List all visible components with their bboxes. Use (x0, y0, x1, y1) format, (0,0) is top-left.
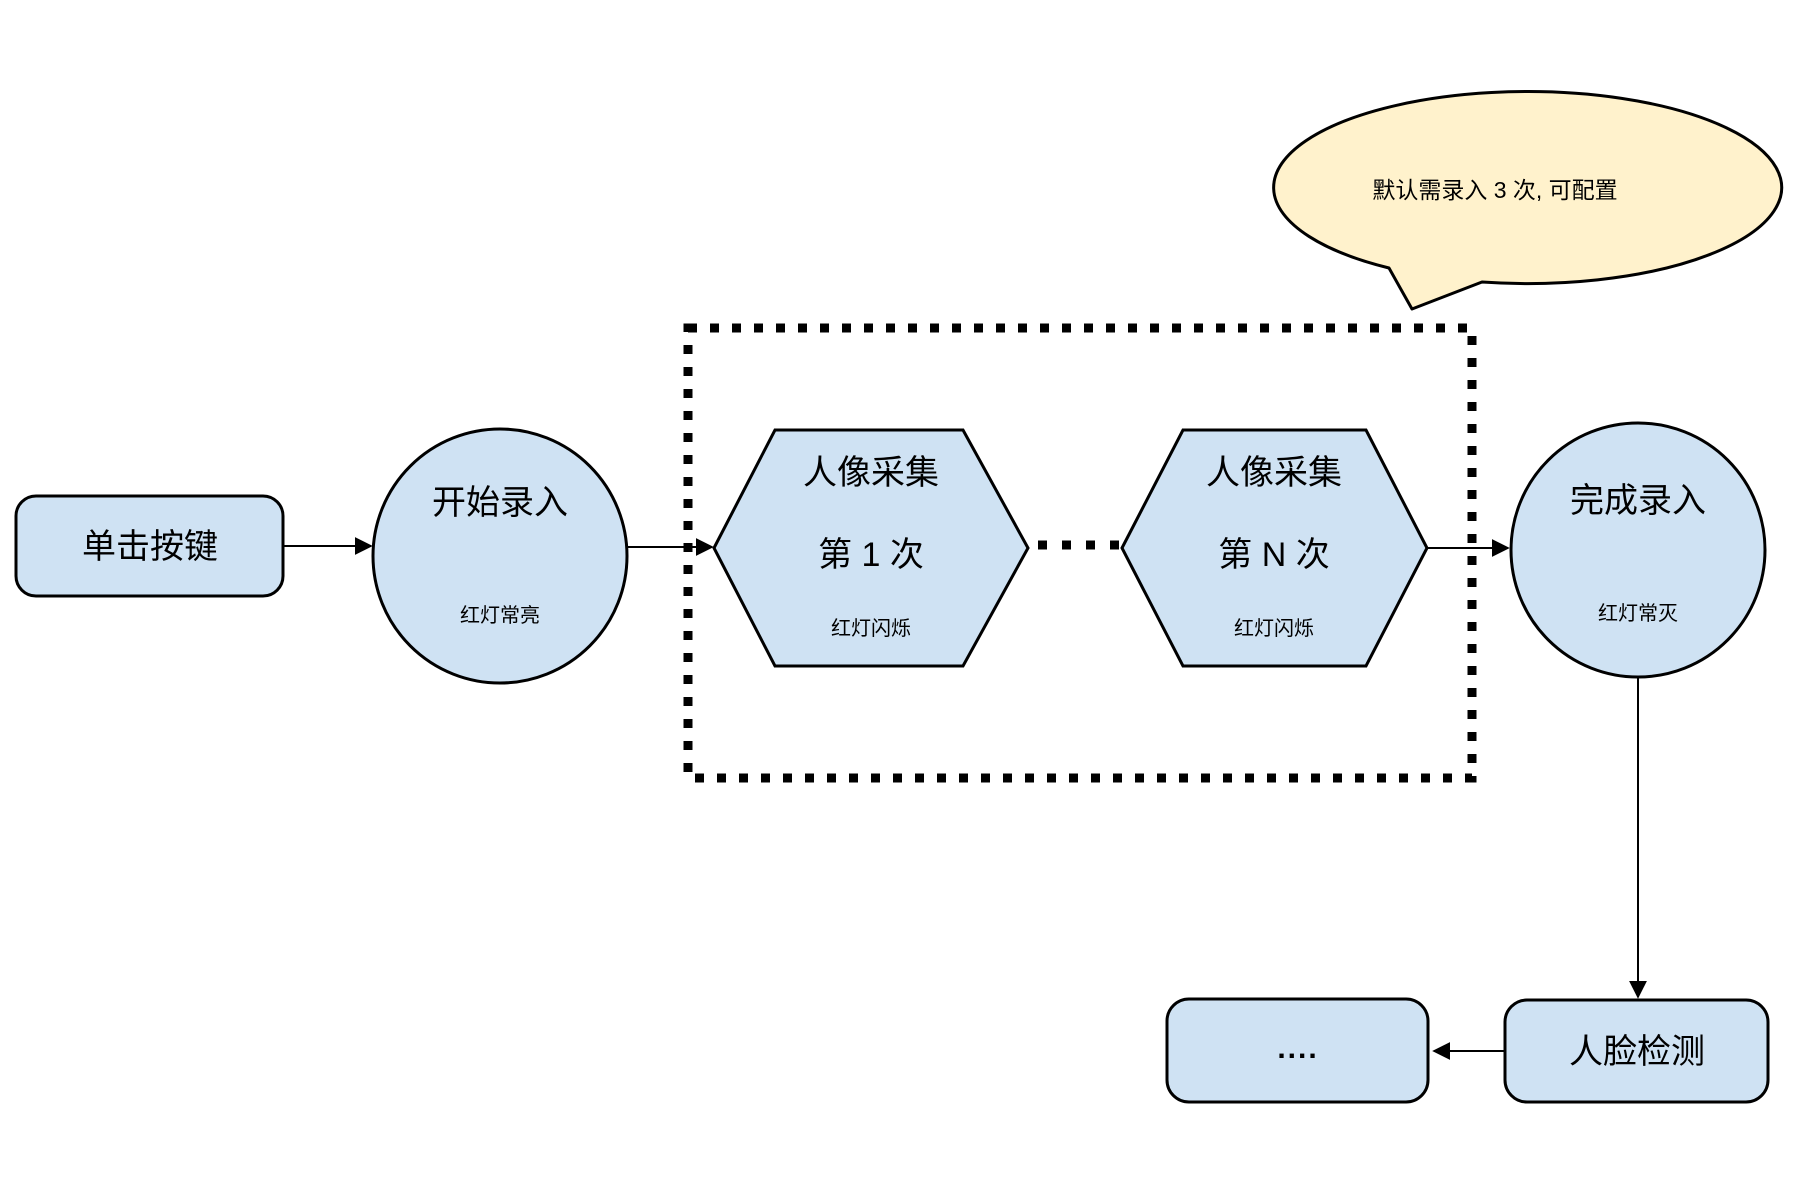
next-steps-node: .... (1165, 997, 1430, 1104)
capture-first-status: 红灯闪烁 (831, 617, 911, 640)
next-steps-label: .... (1277, 1032, 1318, 1065)
callout-text: 默认需录入 3 次, 可配置 (1372, 177, 1617, 203)
click-button-node: 单击按键 (14, 494, 285, 598)
callout-bubble: 默认需录入 3 次, 可配置 (1272, 90, 1784, 311)
capture-nth-title: 人像采集 (1206, 454, 1342, 492)
click-button-label: 单击按键 (82, 528, 218, 566)
finish-record-label: 完成录入 (1570, 482, 1706, 520)
capture-first-title: 人像采集 (803, 454, 939, 492)
capture-nth-count: 第 N 次 (1218, 536, 1329, 574)
capture-first-shape (712, 428, 1030, 668)
finish-record-shape (1509, 421, 1767, 679)
start-record-status: 红灯常亮 (460, 604, 540, 627)
finish-record-node: 完成录入 红灯常灭 (1509, 421, 1767, 679)
face-detect-label: 人脸检测 (1569, 1033, 1705, 1071)
next-steps-shape (1165, 997, 1430, 1104)
face-detect-node: 人脸检测 (1503, 998, 1770, 1104)
finish-record-status: 红灯常灭 (1598, 602, 1678, 625)
capture-nth-node: 人像采集 第 N 次 红灯闪烁 (1120, 428, 1429, 668)
start-record-label: 开始录入 (432, 484, 568, 522)
start-record-node: 开始录入 红灯常亮 (371, 427, 629, 685)
capture-first-count: 第 1 次 (818, 536, 924, 574)
callout-bubble-shape (1272, 90, 1784, 311)
start-record-shape (371, 427, 629, 685)
capture-nth-status: 红灯闪烁 (1234, 617, 1314, 640)
capture-first-node: 人像采集 第 1 次 红灯闪烁 (712, 428, 1030, 668)
